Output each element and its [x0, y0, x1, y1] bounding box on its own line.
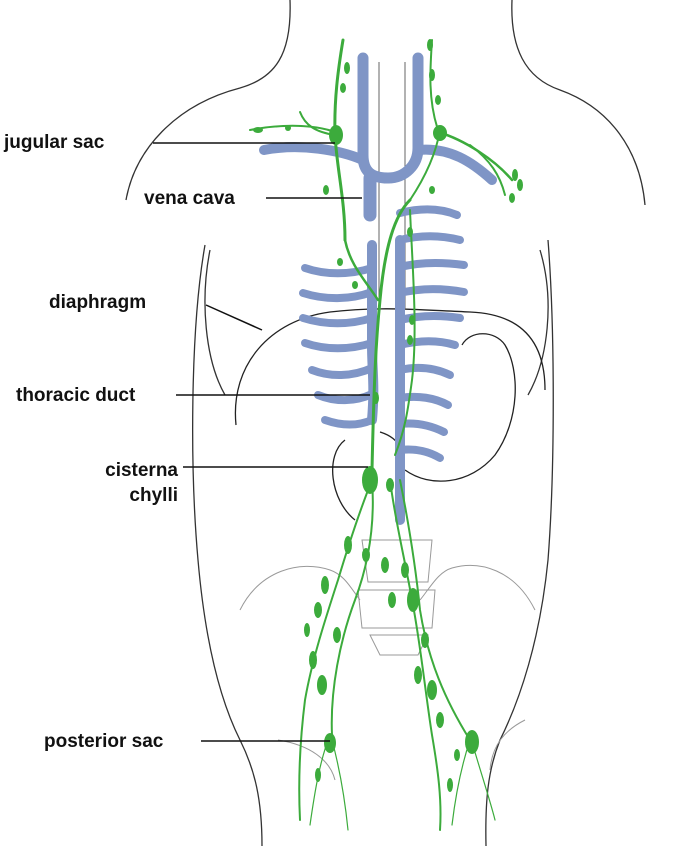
leader-diaphragm [205, 304, 263, 331]
posterior-sac-node [324, 733, 336, 753]
label-vena-cava: vena cava [144, 188, 235, 209]
label-chylli: chylli [129, 485, 178, 506]
diaphragm-outline [234, 308, 546, 521]
jugular-sac-node [329, 125, 343, 145]
leader-lines [153, 142, 370, 742]
label-cisterna: cisterna [105, 460, 178, 481]
vena-cava-veins [259, 52, 497, 525]
label-posterior-sac: posterior sac [44, 731, 164, 752]
cisterna-chylli-node [362, 466, 378, 494]
pelvis-outline [239, 539, 536, 781]
label-diaphragm: diaphragm [49, 292, 147, 313]
label-jugular-sac: jugular sac [4, 132, 105, 153]
label-thoracic-duct: thoracic duct [16, 385, 136, 406]
lymph-nodes [253, 39, 523, 792]
body-outline [125, 0, 646, 846]
lymphatic-vessels [249, 38, 514, 831]
